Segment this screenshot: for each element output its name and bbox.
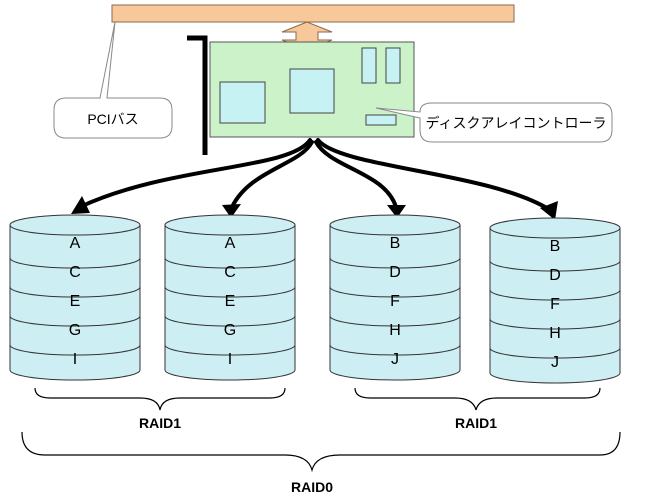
board-chip-2	[289, 68, 335, 114]
disk-2: A C E G I	[164, 214, 296, 381]
arrowhead-disk-2	[222, 204, 241, 218]
raid1-left-brace	[34, 387, 286, 411]
arrowhead-disk-3	[387, 205, 406, 218]
disk-1-band-2	[9, 286, 141, 298]
disk-1-stripe: E	[70, 293, 81, 310]
disk-4-band-1	[489, 260, 621, 272]
disk-2-stripe: C	[224, 264, 236, 281]
disk-2-body	[164, 224, 296, 381]
disk-1-stripe: G	[69, 322, 81, 339]
disk-3-stripe: B	[390, 235, 401, 252]
bus-callout-bubble	[53, 21, 173, 139]
disk-3-stripe: F	[390, 293, 400, 310]
disk-1: A C E G I	[9, 214, 141, 381]
fanout-arrows	[78, 138, 552, 212]
disk-2-band-3	[164, 315, 296, 327]
disk-4-body	[489, 227, 621, 384]
arrowhead-disk-1	[71, 196, 90, 214]
disk-4-stripe: B	[550, 238, 561, 255]
card-bracket	[187, 35, 208, 155]
pci-bus-bar	[111, 4, 515, 23]
disk-1-stripe: A	[70, 235, 81, 252]
arrow-to-disk-1	[78, 138, 312, 209]
disk-3-stripe: D	[389, 264, 401, 281]
disk-2-stripe: E	[225, 293, 236, 310]
disk-2-band-2	[164, 286, 296, 298]
disk-3: B D F H J	[329, 214, 461, 381]
disk-4-stripe: D	[549, 267, 561, 284]
raid0-label: RAID0	[291, 479, 333, 495]
controller-callout-label: ディスクアレイコントローラ	[425, 115, 606, 131]
disk-4-band-4	[489, 347, 621, 359]
raid0-brace	[21, 431, 621, 473]
board-chip-4	[385, 47, 401, 84]
disk-1-band-4	[9, 344, 141, 356]
disk-3-band-3	[329, 315, 461, 327]
disk-3-body	[329, 224, 461, 381]
board-chip-5	[365, 114, 397, 126]
raid1-left-label: RAID1	[139, 415, 181, 431]
fanout-arrowheads	[71, 196, 558, 220]
board-chip-1	[219, 81, 266, 124]
disk-3-stripe: J	[391, 351, 399, 368]
arrowhead-disk-4	[540, 201, 558, 220]
arrow-to-disk-3	[314, 140, 398, 209]
disk-1-band-1	[9, 257, 141, 269]
disk-3-stripe: H	[389, 322, 401, 339]
raid1-right-brace	[354, 387, 601, 411]
disk-3-band-4	[329, 344, 461, 356]
disk-4-band-2	[489, 289, 621, 301]
disk-4-stripe: F	[550, 296, 560, 313]
disk-1-body	[9, 224, 141, 381]
bus-callout-label: PCIバス	[87, 111, 138, 127]
disk-2-band-1	[164, 257, 296, 269]
disk-4-band-3	[489, 318, 621, 330]
disk-1-top	[9, 214, 141, 236]
disk-1-band-3	[9, 315, 141, 327]
disk-1-stripe: I	[73, 351, 77, 368]
disk-3-top	[329, 214, 461, 236]
raid1-right-label: RAID1	[455, 415, 497, 431]
disk-2-band-4	[164, 344, 296, 356]
disk-1-stripe: C	[69, 264, 81, 281]
controller-callout-bubble	[375, 102, 613, 143]
disk-4: B D F H J	[489, 217, 621, 384]
disk-4-stripe: H	[549, 325, 561, 342]
disk-2-stripe: A	[225, 235, 236, 252]
disk-2-stripe: I	[228, 351, 232, 368]
arrow-to-disk-4	[316, 138, 552, 212]
arrow-to-disk-2	[230, 140, 314, 209]
disk-4-top	[489, 217, 621, 239]
disk-2-top	[164, 214, 296, 236]
disk-2-stripe: G	[224, 322, 236, 339]
board-chip-3	[361, 47, 377, 84]
disk-4-stripe: J	[551, 354, 559, 371]
disk-3-band-1	[329, 257, 461, 269]
disk-3-band-2	[329, 286, 461, 298]
